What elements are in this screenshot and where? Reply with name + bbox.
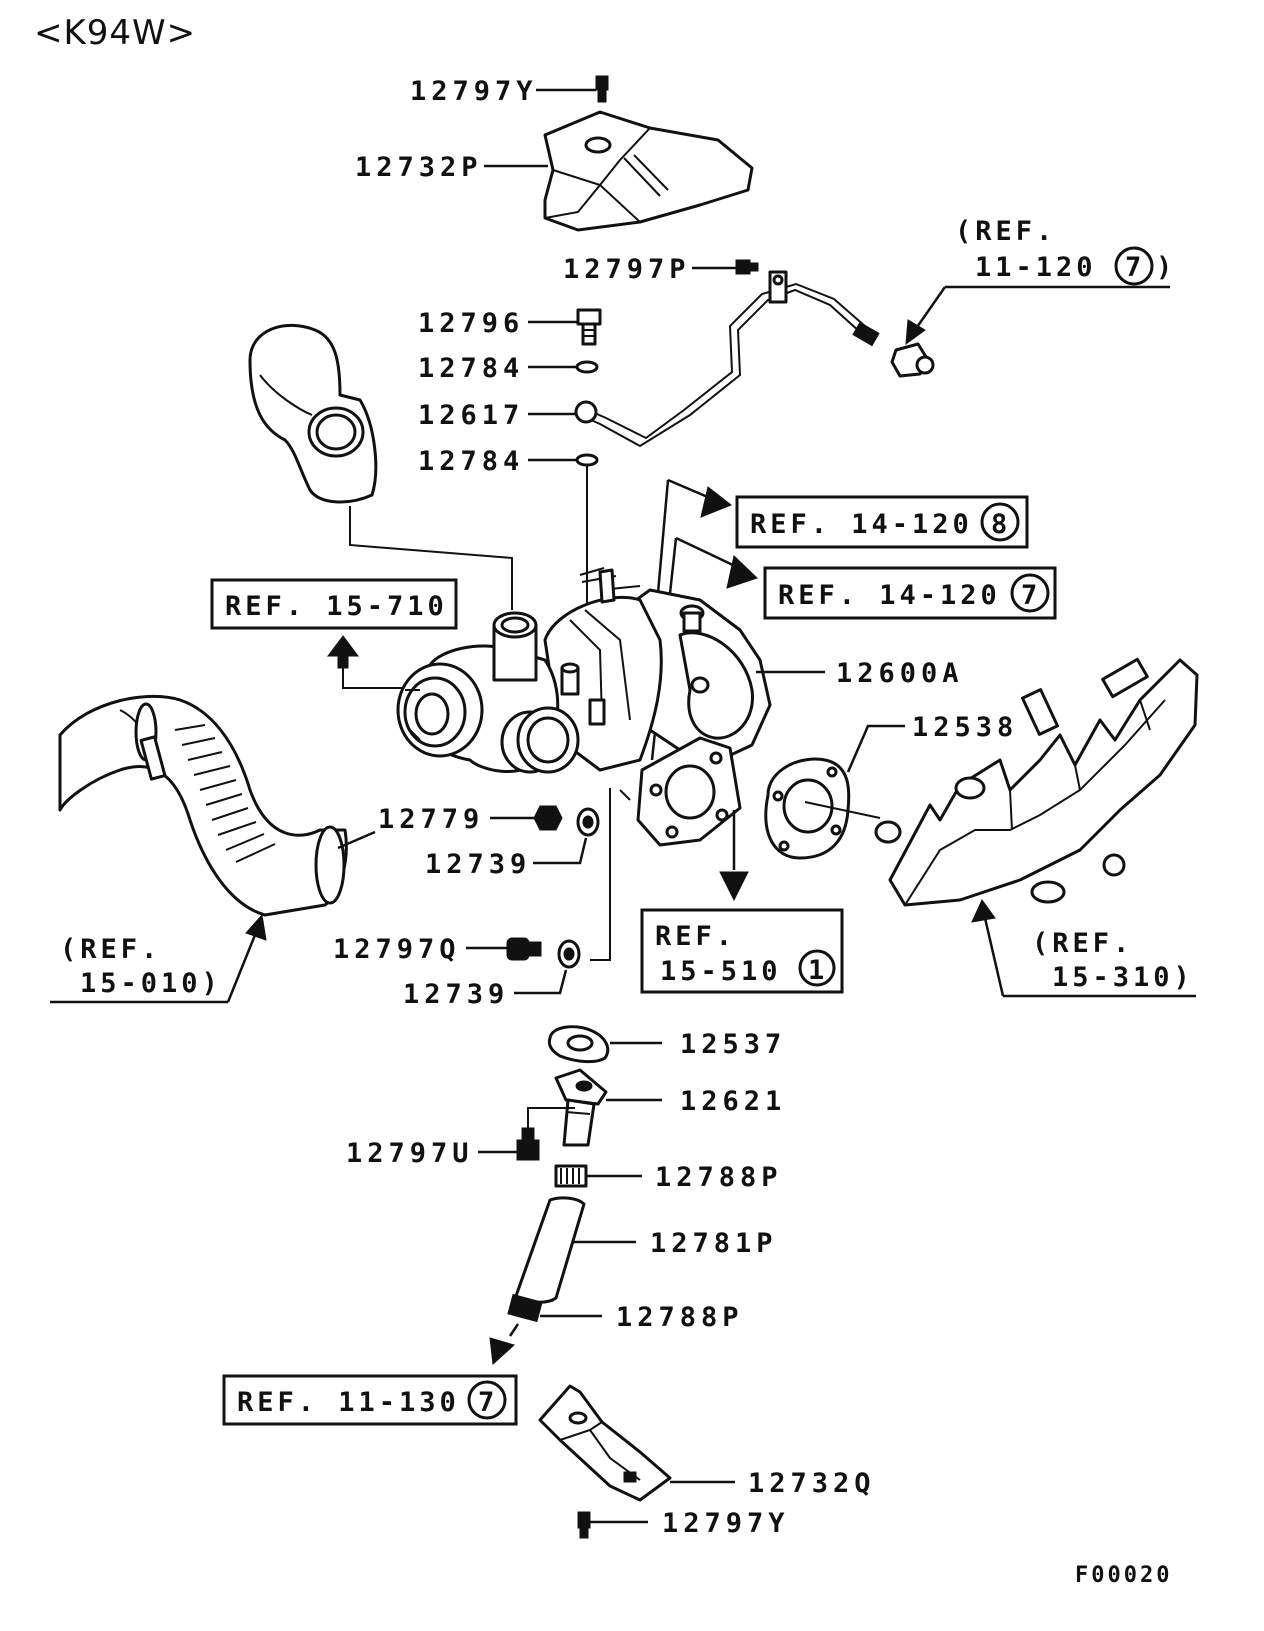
part-label-12788P-lower: 12788P — [616, 1302, 744, 1333]
part-label-12621: 12621 — [680, 1086, 786, 1117]
reference-11-120-7: (REF. 11-120 7 ) — [905, 216, 1176, 346]
svg-text:15-510: 15-510 — [660, 956, 782, 987]
turbocharger-12600A — [396, 567, 772, 847]
svg-text:7: 7 — [1021, 580, 1041, 611]
diagram-code: F00020 — [1075, 1563, 1172, 1588]
svg-text:7: 7 — [1125, 252, 1145, 283]
part-label-12784-b: 12784 — [418, 446, 524, 477]
part-label-12732P: 12732P — [355, 152, 483, 183]
gasket-12537 — [547, 1025, 610, 1064]
nut-12779 — [533, 805, 563, 831]
part-label-12784-a: 12784 — [418, 353, 524, 384]
part-label-12537: 12537 — [680, 1029, 786, 1060]
svg-text:15-310): 15-310) — [1052, 962, 1194, 993]
part-label-12732Q: 12732Q — [748, 1468, 876, 1499]
reference-15-510-1: REF. 15-510 1 — [640, 908, 844, 994]
reference-14-120-7: REF. 14-120 7 — [763, 566, 1057, 620]
hose-clamp-12788P-lower — [507, 1293, 543, 1323]
svg-text:REF. 11-130: REF. 11-130 — [237, 1387, 460, 1418]
svg-text:1: 1 — [808, 955, 828, 986]
part-label-12779: 12779 — [378, 804, 484, 835]
part-label-12538: 12538 — [912, 712, 1018, 743]
reference-15-710: REF. 15-710 — [210, 578, 458, 630]
part-label-12617: 12617 — [418, 400, 524, 431]
oil-feed-pipe-12617 — [574, 270, 880, 448]
heat-shield-lower — [538, 1384, 672, 1502]
bolt-12797P — [735, 259, 759, 275]
washer-12784-a — [575, 360, 599, 374]
part-label-12797Q: 12797Q — [333, 934, 461, 965]
reference-15-310: (REF. 15-310) — [971, 899, 1196, 998]
svg-text:7: 7 — [478, 1387, 498, 1418]
oil-return-flange-12621 — [554, 1068, 608, 1147]
oil-return-hose-12781P — [514, 1196, 586, 1304]
bolt-12797U — [516, 1127, 540, 1161]
part-label-12739-b: 12739 — [403, 979, 509, 1010]
part-label-12739-a: 12739 — [425, 849, 531, 880]
part-label-12788P-upper: 12788P — [655, 1162, 783, 1193]
heat-shield-upper — [543, 110, 754, 232]
part-label-12797Y-top: 12797Y — [410, 76, 538, 107]
diagram-title: <K94W> — [34, 13, 196, 53]
svg-text:(REF.: (REF. — [60, 934, 161, 965]
svg-text:8: 8 — [991, 509, 1011, 540]
svg-text:(REF.: (REF. — [955, 216, 1056, 247]
svg-text:(REF.: (REF. — [1032, 928, 1133, 959]
washer-12784-b — [575, 453, 599, 467]
washer-12739-b — [557, 939, 581, 969]
svg-text:REF.: REF. — [655, 921, 736, 952]
intake-elbow-hose — [248, 324, 378, 504]
nut-12797Q — [506, 937, 542, 961]
svg-text:11-120: 11-120 — [975, 252, 1097, 283]
gasket-12538 — [764, 757, 851, 860]
svg-text:REF. 14-120: REF. 14-120 — [778, 580, 1001, 611]
bolt-12797Y-top — [595, 75, 609, 103]
reference-11-130-7: REF. 11-130 7 — [222, 1374, 518, 1426]
part-label-12796: 12796 — [418, 308, 524, 339]
svg-text:REF. 15-710: REF. 15-710 — [225, 591, 448, 622]
svg-text:REF. 14-120: REF. 14-120 — [750, 509, 973, 540]
pipe-fitting — [890, 342, 935, 378]
part-label-12797Y-bottom: 12797Y — [662, 1508, 790, 1539]
intake-corrugated-hose — [58, 694, 348, 917]
bolt-12796 — [576, 308, 602, 346]
reference-14-120-8: REF. 14-120 8 — [735, 495, 1029, 549]
part-label-12781P: 12781P — [650, 1228, 778, 1259]
hose-clamp-12788P-upper — [554, 1164, 588, 1188]
reference-15-010: (REF. 15-010) — [50, 913, 267, 1004]
part-label-12797P: 12797P — [563, 254, 691, 285]
exhaust-manifold — [874, 657, 1199, 907]
svg-text:): ) — [1156, 252, 1176, 283]
bolt-12797Y-bottom — [577, 1511, 591, 1539]
svg-text:15-010): 15-010) — [80, 968, 222, 999]
part-label-12797U: 12797U — [346, 1138, 474, 1169]
part-label-12600A: 12600A — [836, 658, 964, 689]
washer-12739-a — [576, 807, 600, 837]
